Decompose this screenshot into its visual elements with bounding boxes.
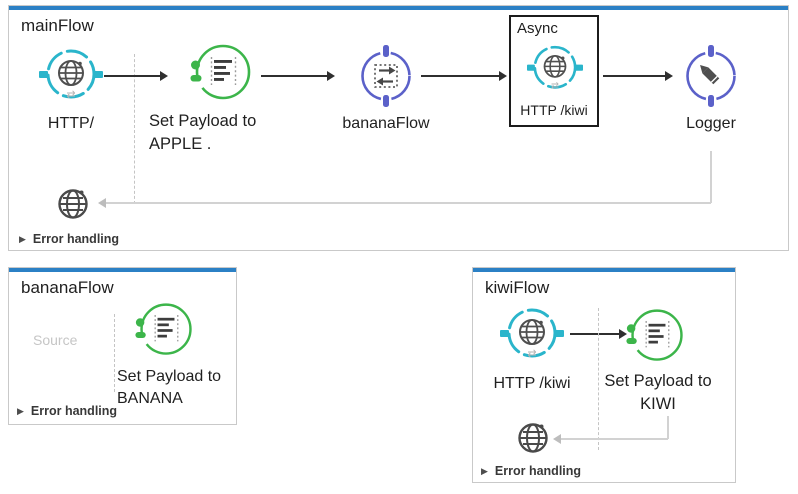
message-source-globe-icon — [55, 186, 91, 222]
http-listener-icon[interactable] — [500, 303, 564, 367]
flow-reference-icon[interactable] — [355, 45, 417, 107]
return-path-vertical — [667, 416, 669, 439]
return-arrowhead-icon — [98, 198, 106, 208]
error-handling-label: Error handling — [32, 232, 120, 246]
set-payload-label: Set Payload to APPLE . — [149, 110, 256, 156]
set-payload-label-line2: APPLE . — [149, 135, 212, 153]
return-path-vertical — [710, 151, 712, 203]
set-payload-icon[interactable] — [134, 299, 198, 363]
error-handling-section[interactable]: ▶ Error handling — [481, 464, 581, 478]
set-payload-label-line1: Set Payload to — [149, 112, 257, 130]
set-payload-label-line1: Set Payload to — [117, 368, 222, 385]
flow-arrow — [603, 71, 673, 81]
banana-flow-title: bananaFlow — [21, 278, 114, 297]
error-handling-label: Error handling — [30, 404, 118, 418]
banana-flow-container[interactable]: bananaFlow Source Set Payload to BANANA … — [8, 267, 237, 425]
set-payload-icon[interactable] — [189, 40, 257, 108]
set-payload-label-line2: BANANA — [117, 390, 183, 407]
flow-arrow — [261, 71, 335, 81]
source-separator — [134, 54, 135, 204]
return-path-horizontal — [561, 438, 668, 440]
logger-icon[interactable] — [680, 45, 742, 107]
expand-triangle-icon[interactable]: ▶ — [17, 405, 24, 416]
http-listener-icon[interactable] — [39, 44, 103, 108]
source-separator — [598, 308, 599, 450]
flow-arrow — [104, 71, 168, 81]
http-listener-label: HTTP/ — [47, 115, 95, 132]
error-handling-section[interactable]: ▶ Error handling — [17, 404, 117, 418]
main-flow-header-bar — [9, 6, 788, 10]
error-handling-section[interactable]: ▶ Error handling — [19, 232, 119, 246]
source-placeholder: Source — [33, 332, 78, 348]
return-path-horizontal — [106, 202, 711, 204]
set-payload-icon[interactable] — [625, 305, 689, 369]
expand-triangle-icon[interactable]: ▶ — [19, 233, 26, 244]
http-request-icon[interactable] — [527, 41, 583, 97]
kiwi-flow-title: kiwiFlow — [485, 278, 550, 297]
async-http-label: HTTP /kiwi — [520, 102, 588, 118]
error-handling-label: Error handling — [494, 464, 582, 478]
flow-arrow — [421, 71, 507, 81]
flow-reference-label: bananaFlow — [342, 115, 430, 132]
http-listener-label: HTTP /kiwi — [493, 375, 571, 392]
message-source-globe-icon — [515, 420, 551, 456]
return-arrowhead-icon — [553, 434, 561, 444]
main-flow-title: mainFlow — [21, 16, 94, 35]
kiwi-flow-container[interactable]: kiwiFlow HTTP /kiwi Set Payload to KIWI … — [472, 267, 736, 483]
flow-arrow — [570, 329, 627, 339]
expand-triangle-icon[interactable]: ▶ — [481, 465, 488, 476]
banana-flow-header-bar — [9, 268, 236, 272]
async-scope[interactable]: Async HTTP /kiwi — [509, 15, 599, 127]
set-payload-label: Set Payload to BANANA — [117, 366, 221, 410]
async-scope-title: Async — [517, 20, 558, 37]
set-payload-label-line2: KIWI — [640, 395, 676, 413]
logger-label: Logger — [686, 115, 736, 132]
main-flow-container[interactable]: mainFlow HTTP/ Set Payload to APPLE . ba… — [8, 5, 789, 251]
source-separator — [114, 314, 115, 392]
kiwi-flow-header-bar — [473, 268, 735, 272]
set-payload-label: Set Payload to KIWI — [587, 370, 729, 416]
set-payload-label-line1: Set Payload to — [604, 372, 712, 390]
